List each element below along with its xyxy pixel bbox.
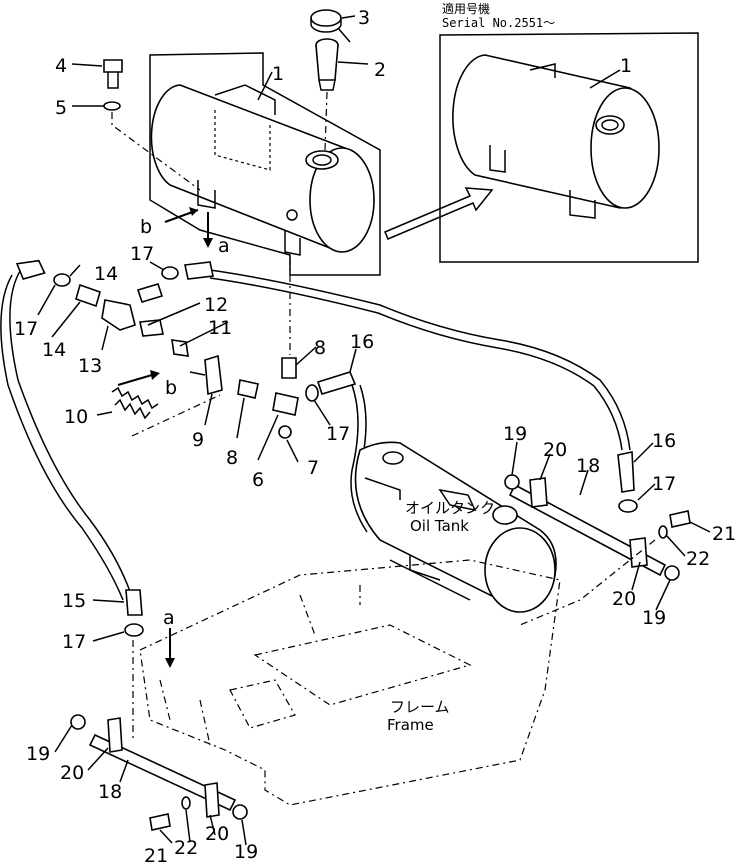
callout-22-a: 22 [686,548,710,570]
view-marker-b-top: b [140,207,199,238]
bolt-4 [103,59,123,89]
callout-19-b: 19 [642,607,666,629]
main-tank [150,84,375,256]
applicable-label: 適用号機 [442,1,490,16]
svg-text:a: a [218,235,230,257]
oil-tank-label: オイルタンク Oil Tank [405,499,495,535]
callout-21-a: 21 [712,523,736,545]
alternative-tank-box: 1 [439,32,699,263]
serial-note: 適用号機 Serial No.2551〜 [442,1,555,30]
callout-11: 11 [208,317,232,339]
svg-text:Frame: Frame [387,716,434,734]
callout-10: 10 [64,406,88,428]
callout-19-c: 19 [26,743,50,765]
svg-text:b: b [165,377,177,399]
callout-22-b: 22 [174,837,198,859]
svg-text:a: a [163,607,175,629]
callout-7: 7 [307,457,319,479]
view-marker-a-bottom: a [163,607,175,668]
washer-5 [103,101,121,111]
svg-text:b: b [140,216,152,238]
fittings-cluster [75,283,189,357]
callout-13: 13 [78,355,102,377]
view-marker-b-bottom: b [117,370,177,399]
svg-text:オイルタンク: オイルタンク [405,499,495,517]
callout-16-b: 16 [652,430,676,452]
callout-18-b: 18 [98,781,122,803]
tee-fitting [237,357,299,439]
callout-17-e: 17 [62,631,86,653]
callout-16-a: 16 [350,331,374,353]
transition-arrow [384,187,494,240]
bracket-9 [189,354,223,396]
callout-8-b: 8 [226,447,238,469]
rod-assembly-left [70,640,248,831]
frame-label: フレーム Frame [387,698,450,734]
clamps [53,266,638,637]
filler-neck [315,38,339,91]
callout-18-a: 18 [576,455,600,477]
callout-5: 5 [55,97,67,119]
callout-19-d: 19 [234,841,258,863]
spring-guard [111,386,221,437]
callout-20-b: 20 [612,588,636,610]
callout-17-b: 17 [14,318,38,340]
callout-20-c: 20 [60,762,84,784]
callout-numbers: 1 2 3 4 5 17 14 17 14 13 12 11 8 16 10 9… [14,7,736,867]
serial-number-label: Serial No.2551〜 [442,16,555,30]
callout-20-a: 20 [543,439,567,461]
callout-3: 3 [358,7,370,29]
rod-assembly-right [504,474,691,626]
callout-21-b: 21 [144,845,168,867]
callout-9: 9 [192,429,204,451]
frame [139,559,561,806]
filler-centerline [324,91,328,151]
callout-17-c: 17 [326,423,350,445]
callout-1: 1 [272,63,284,85]
main-tank-outline [149,52,381,276]
bolt-centerline [111,112,201,191]
callout-19-a: 19 [503,423,527,445]
callout-4: 4 [55,55,67,77]
callout-1-alt: 1 [620,55,632,77]
oil-tank [354,441,557,613]
svg-text:Oil Tank: Oil Tank [410,517,469,535]
svg-text:フレーム: フレーム [390,698,450,716]
callout-6: 6 [252,469,264,491]
view-marker-a-top: a [203,212,230,257]
callout-14-a: 14 [94,263,118,285]
hose-sleeves [15,259,635,616]
callout-2: 2 [374,59,386,81]
callout-8-a: 8 [314,337,326,359]
callout-17-d: 17 [652,473,676,495]
callout-12: 12 [204,294,228,316]
callout-14-b: 14 [42,339,66,361]
leader-lines [37,15,711,846]
callout-17-a: 17 [130,243,154,265]
callout-15: 15 [62,590,86,612]
filler-cap [310,9,351,43]
callout-20-d: 20 [205,823,229,845]
